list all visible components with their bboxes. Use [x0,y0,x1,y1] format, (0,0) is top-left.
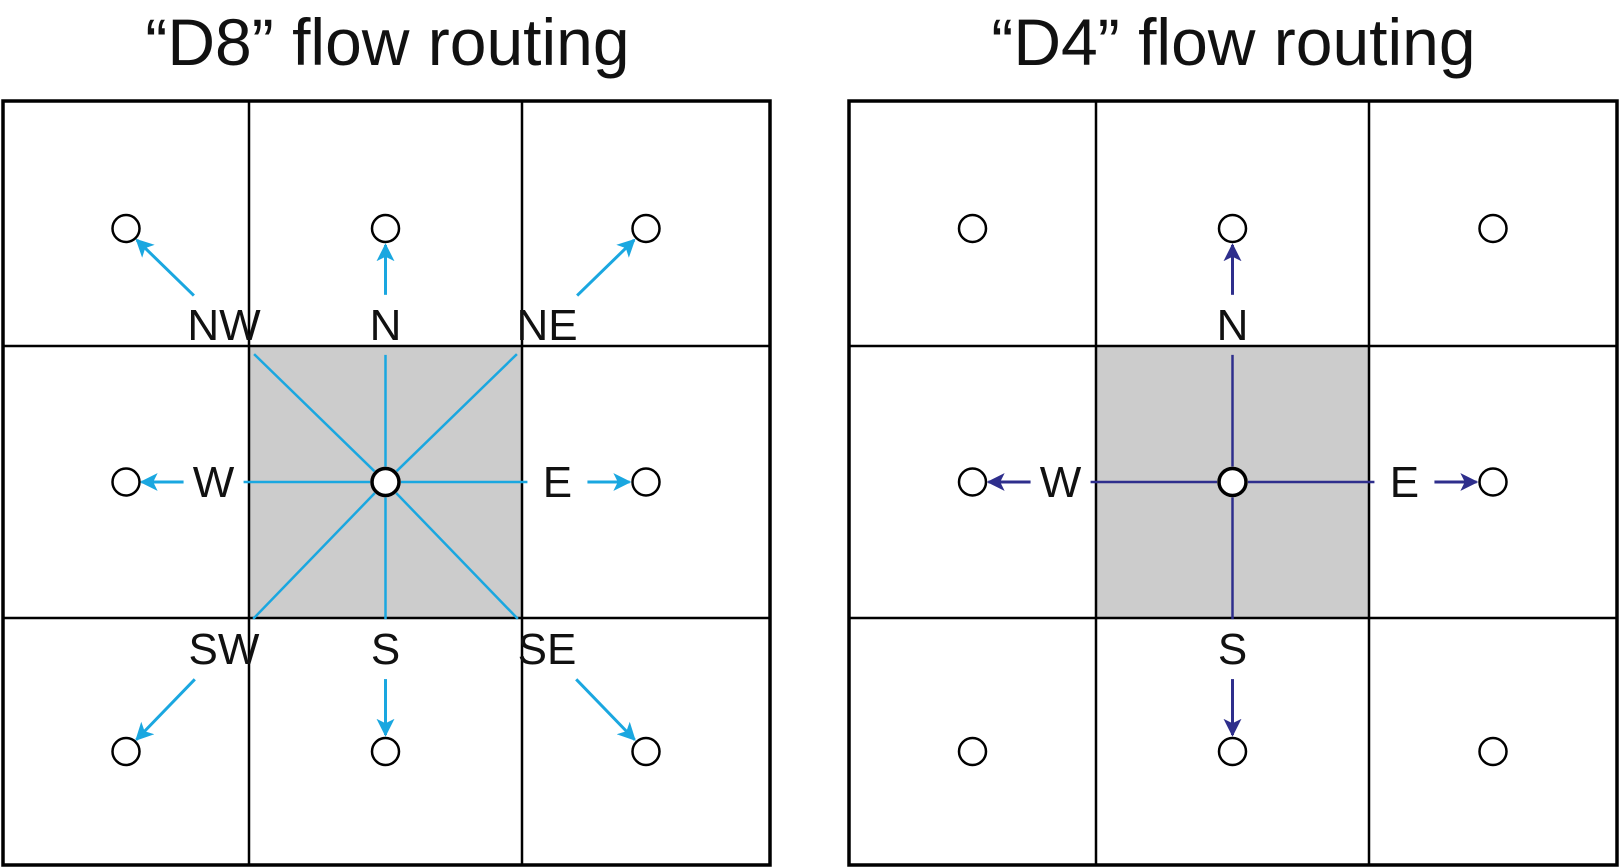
center-cell-node [370,466,401,498]
neighbor-cell-node [1478,213,1508,244]
flow-line-ne [395,353,518,473]
flow-direction-s: S [1218,497,1247,737]
flow-line-sw [252,492,376,620]
flow-direction-w: W [139,458,370,507]
cell-nodes [111,213,661,767]
flow-direction-n: N [370,243,402,467]
neighbor-cell-node [370,213,401,244]
neighbor-cell-node [111,736,141,767]
d8-panel-title: “D8” flow routing [145,5,630,79]
flow-direction-ne: NE [395,238,636,473]
direction-label-s: S [371,625,400,674]
d4-panel: N W E S [847,99,1619,867]
neighbor-cell-node [957,736,988,767]
grid-border [1,99,772,867]
neighbor-cell-node [957,213,988,244]
flow-direction-se: SE [395,492,636,741]
flow-line-se [395,492,519,620]
d8-panel: NW N NE W E SW S SE [1,99,772,867]
center-cell-node [1217,466,1248,498]
flow-direction-w: W [986,458,1217,507]
flow-arrow-se [575,678,636,741]
direction-label-e: E [1390,458,1419,507]
neighbor-cell-node [631,467,661,497]
cell-nodes [957,213,1508,767]
neighbor-cell-node [631,213,661,244]
d4-panel-title: “D4” flow routing [991,5,1476,79]
neighbor-cell-node [631,736,661,767]
direction-label-n: N [370,301,402,350]
direction-label-se: SE [518,625,577,674]
flow-arrow-ne [576,238,636,297]
flow-direction-n: N [1217,243,1249,467]
direction-label-nw: NW [187,301,261,350]
flow-line-nw [253,353,376,473]
neighbor-cell-node [1478,467,1508,497]
neighbor-cell-node [957,467,988,497]
direction-label-e: E [543,458,572,507]
neighbor-cell-node [370,736,401,767]
flow-direction-nw: NW [135,238,376,473]
direction-label-s: S [1218,625,1247,674]
direction-label-ne: NE [516,301,577,350]
flow-arrow-sw [135,678,196,741]
flow-arrow-nw [135,238,195,297]
flow-direction-e: E [1248,458,1479,507]
neighbor-cell-node [111,467,141,497]
grid-border [847,99,1619,867]
flow-direction-e: E [401,458,632,507]
flow-direction-s: S [371,497,400,737]
neighbor-cell-node [1217,213,1248,244]
neighbor-cell-node [111,213,141,244]
direction-label-n: N [1217,301,1249,350]
direction-label-w: W [193,458,235,507]
flow-direction-sw: SW [135,492,376,741]
direction-label-sw: SW [189,625,260,674]
neighbor-cell-node [1217,736,1248,767]
direction-label-w: W [1040,458,1082,507]
neighbor-cell-node [1478,736,1508,767]
